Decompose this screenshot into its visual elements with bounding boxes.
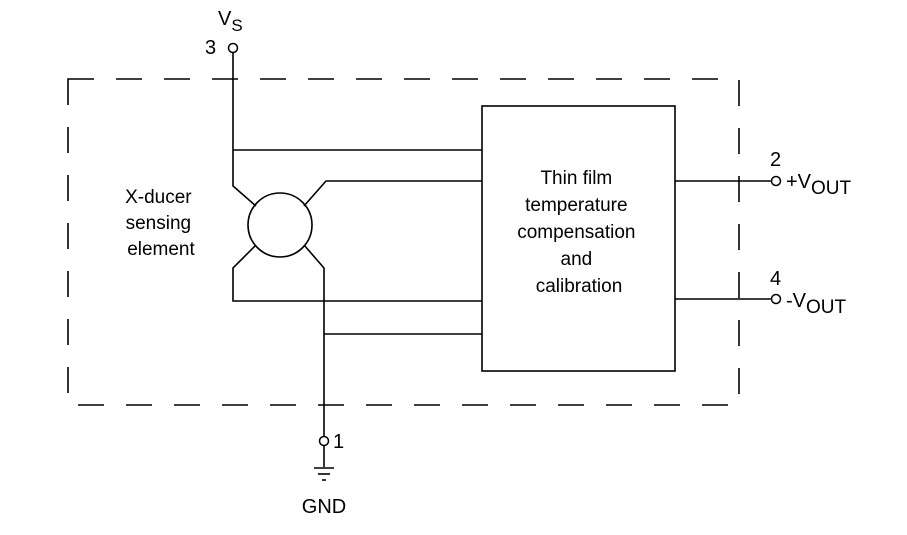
vout-neg-label: -VOUT xyxy=(786,290,847,318)
terminal-4-number: 4 xyxy=(770,268,781,290)
compensation-block xyxy=(481,105,676,372)
terminal-1-number: 1 xyxy=(333,431,344,453)
terminal-2-number: 2 xyxy=(770,149,781,171)
ground-wire xyxy=(303,244,325,436)
sensing-element-label: X-ducer sensing element xyxy=(125,187,197,260)
vout-pos-label: +VOUT xyxy=(786,171,852,199)
ground-symbol xyxy=(314,467,334,481)
terminal-4-node xyxy=(770,293,782,305)
vs-label: VS xyxy=(218,8,243,35)
vs-wire xyxy=(232,53,257,207)
package-outline xyxy=(67,78,740,406)
gnd-label: GND xyxy=(302,496,346,518)
sensing-element-circle xyxy=(247,192,313,258)
terminal-3-node xyxy=(227,42,239,54)
bridge-output-upper-wire xyxy=(303,180,482,207)
compensation-block-label: Thin film temperature compensation and c… xyxy=(517,168,641,297)
bridge-output-lower-wire xyxy=(232,244,482,302)
terminal-2-node xyxy=(770,175,782,187)
terminal-1-node xyxy=(318,435,330,447)
terminal-3-number: 3 xyxy=(205,37,216,59)
